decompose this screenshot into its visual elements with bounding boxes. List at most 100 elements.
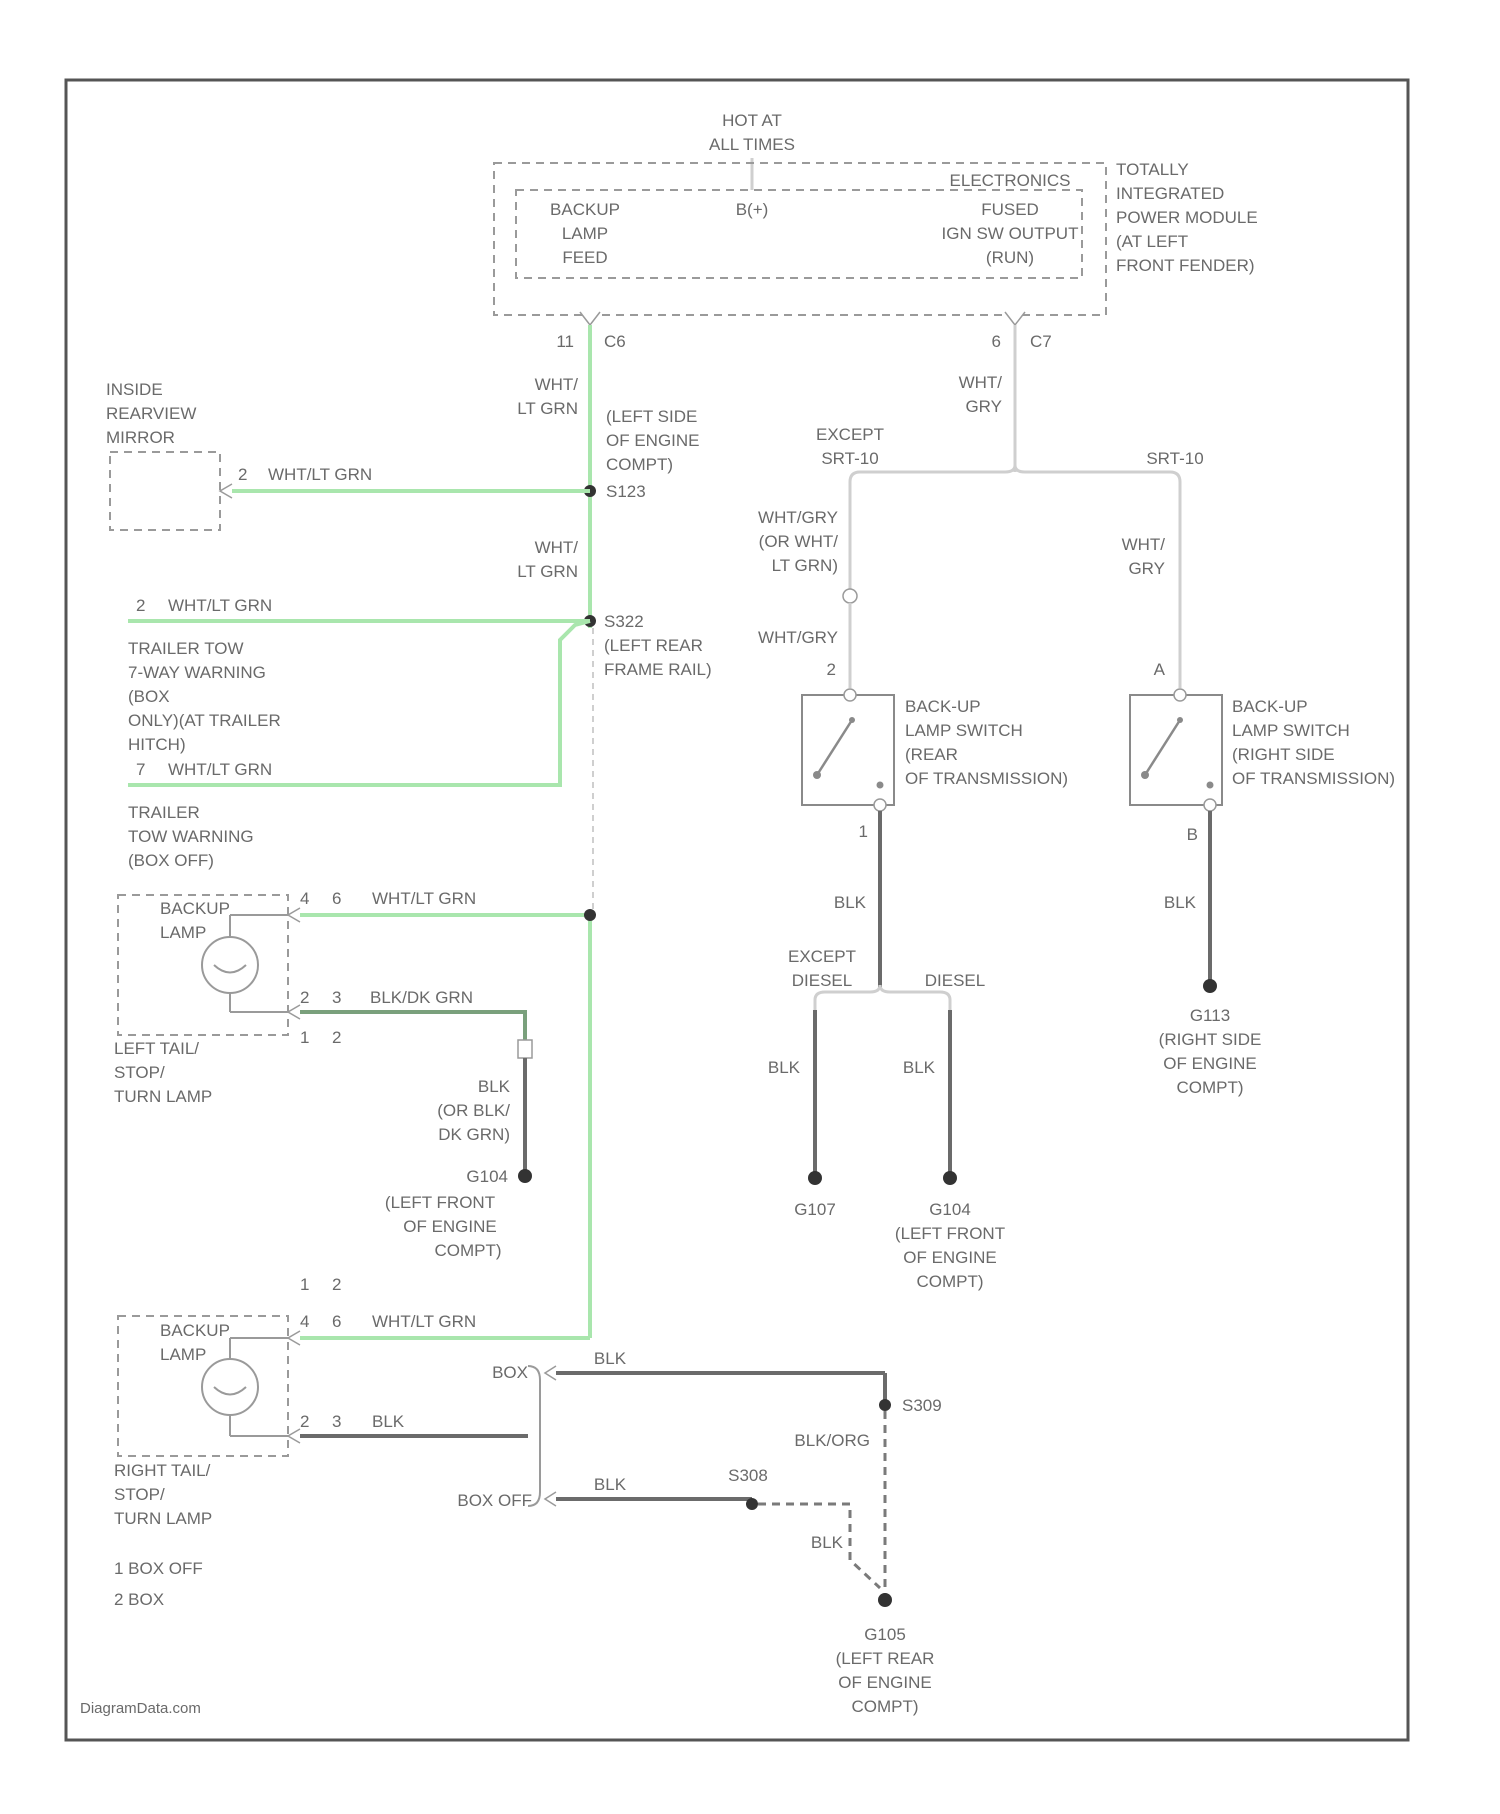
ground-g113-loc-1: (RIGHT SIDE	[1159, 1030, 1262, 1049]
mirror-pin: 2	[238, 465, 247, 484]
except-diesel-label-2: DIESEL	[792, 971, 852, 990]
trailer-a-pin: 2	[136, 596, 145, 615]
splice2-loc-2: FRAME RAIL)	[604, 660, 712, 679]
switch2-feed-label-1: WHT/	[1122, 535, 1166, 554]
switch1-feed-label-1: WHT/GRY	[758, 508, 838, 527]
c6-connector: C6	[604, 332, 626, 351]
mirror-box	[110, 452, 220, 530]
ground-g113	[1203, 979, 1217, 993]
except-srt-label-2: SRT-10	[821, 449, 878, 468]
power-module: HOT AT ALL TIMES ELECTRONICS BACKUP LAMP…	[494, 111, 1258, 351]
left-lamp-label-2: LAMP	[160, 923, 206, 942]
watermark: DiagramData.com	[80, 1700, 201, 1717]
splice1-loc-1: (LEFT SIDE	[606, 407, 697, 426]
mirror-connector-icon	[220, 484, 232, 498]
right-lamp-wire-bottom: BLK	[372, 1412, 405, 1431]
switch2-feed-label-2: GRY	[1128, 559, 1165, 578]
left-ground-label: G104	[466, 1167, 508, 1186]
trailer-a-label-3: (BOX	[128, 687, 170, 706]
ground-g104-diesel	[943, 1171, 957, 1185]
left-lamp-name-1: LEFT TAIL/	[114, 1039, 199, 1058]
trailer-a-label-1: TRAILER TOW	[128, 639, 244, 658]
left-ground-g104	[518, 1169, 532, 1183]
ign-wire-label-2: GRY	[965, 397, 1002, 416]
left-bulb-icon	[202, 937, 258, 993]
trailer-a-label-4: ONLY)(AT TRAILER	[128, 711, 281, 730]
splice-s308	[746, 1498, 758, 1510]
trailer-b-label-3: (BOX OFF)	[128, 851, 214, 870]
left-lamp-wire-bottom: BLK/DK GRN	[370, 988, 473, 1007]
trunk-wire-label-2b: LT GRN	[517, 562, 578, 581]
left-ground-wire-3: DK GRN)	[438, 1125, 510, 1144]
left-lamp-pin-2: 2	[300, 988, 309, 1007]
switch1-label-1: BACK-UP	[905, 697, 981, 716]
blk-label: BLK	[811, 1533, 844, 1552]
trailer-b-label-2: TOW WARNING	[128, 827, 254, 846]
all-times-label: ALL TIMES	[709, 135, 795, 154]
c6-pin: 11	[556, 332, 574, 351]
trailer-b-pin: 7	[136, 760, 145, 779]
splice-s309-label: S309	[902, 1396, 942, 1415]
ground-g107	[808, 1171, 822, 1185]
trailer-a-label-2: 7-WAY WARNING	[128, 663, 266, 682]
ground-g113-label: G113	[1190, 1006, 1230, 1025]
left-ground-loc-3: COMPT)	[434, 1241, 501, 1260]
switch1-pin-in: 2	[827, 660, 836, 679]
diesel-label: DIESEL	[925, 971, 985, 990]
backup-feed-label-2: LAMP	[562, 224, 608, 243]
mirror-label-3: MIRROR	[106, 428, 175, 447]
trailer-b-wire: WHT/LT GRN	[168, 760, 272, 779]
switch1-pin-out: 1	[859, 822, 868, 841]
switch2-pin-in: A	[1154, 660, 1166, 679]
legend-box: 2 BOX	[114, 1590, 164, 1609]
box-off-wire-label: BLK	[594, 1475, 627, 1494]
bplus-label: B(+)	[736, 200, 769, 219]
mirror-wire-label: WHT/LT GRN	[268, 465, 372, 484]
diesel-wire: BLK	[903, 1058, 936, 1077]
right-tail-stop-turn-lamp: 1 2 BACKUP LAMP 4 6 WHT/LT GRN 2 3 BLK R…	[114, 1275, 590, 1609]
inline-connector-icon	[843, 589, 857, 603]
except-diesel-wire: BLK	[768, 1058, 801, 1077]
backup-lamp-switch-right	[1130, 695, 1222, 805]
backup-lamp-switch-rear	[802, 695, 894, 805]
right-lamp-pin-2: 2	[300, 1412, 309, 1431]
switch1-feed-label-3: LT GRN)	[772, 556, 838, 575]
left-lamp-label-1: BACKUP	[160, 899, 230, 918]
right-lamp-pin-3: 3	[332, 1412, 341, 1431]
hot-at-label: HOT AT	[722, 111, 782, 130]
mirror-label-2: REARVIEW	[106, 404, 196, 423]
left-ground-wire-1: BLK	[478, 1077, 511, 1096]
legend-box-off: 1 BOX OFF	[114, 1559, 203, 1578]
trunk-wire-label-1b: LT GRN	[517, 399, 578, 418]
left-lamp-pin-3: 3	[332, 988, 341, 1007]
switch1-ground-wire: BLK	[834, 893, 867, 912]
left-lamp-wire-top: WHT/LT GRN	[372, 889, 476, 908]
backup-feed-label-1: BACKUP	[550, 200, 620, 219]
trailer-a-wire: WHT/LT GRN	[168, 596, 272, 615]
electronics-label: ELECTRONICS	[950, 171, 1071, 190]
right-lamp-name-3: TURN LAMP	[114, 1509, 212, 1528]
c7-connector-icon	[1005, 312, 1025, 325]
ground-g104-loc-3: COMPT)	[916, 1272, 983, 1291]
left-lamp-splice	[584, 909, 596, 921]
splice-s308-label: S308	[728, 1466, 768, 1485]
trailer-a-label-5: HITCH)	[128, 735, 186, 754]
mirror-label-1: INSIDE	[106, 380, 163, 399]
left-ground-connector-icon	[518, 1040, 532, 1058]
splice1-loc-3: COMPT)	[606, 455, 673, 474]
ground-g104-diesel-label: G104	[929, 1200, 971, 1219]
backup-lamp-feed-circuit: WHT/ LT GRN (LEFT SIDE OF ENGINE COMPT) …	[517, 325, 711, 1338]
left-ground-loc-1: (LEFT FRONT	[385, 1193, 495, 1212]
left-tail-stop-turn-lamp: BACKUP LAMP 4 6 WHT/LT GRN 2 3 BLK/DK GR…	[114, 889, 596, 1260]
rear-ground-circuit: BOX BLK S309 BOX OFF BLK S308 BLK/ORG BL…	[457, 1349, 941, 1716]
splice-s309	[879, 1399, 891, 1411]
splice1-loc-2: OF ENGINE	[606, 431, 700, 450]
tipm-label-4: (AT LEFT	[1116, 232, 1188, 251]
left-lamp-pin-1-alt: 1	[300, 1028, 309, 1047]
ign-wire-label-1: WHT/	[959, 373, 1003, 392]
trunk-wire-label-2a: WHT/	[535, 538, 579, 557]
fused-label-1: FUSED	[981, 200, 1039, 219]
right-lamp-label-2: LAMP	[160, 1345, 206, 1364]
switch2-ground-wire: BLK	[1164, 893, 1197, 912]
right-lamp-pin-6: 6	[332, 1312, 341, 1331]
